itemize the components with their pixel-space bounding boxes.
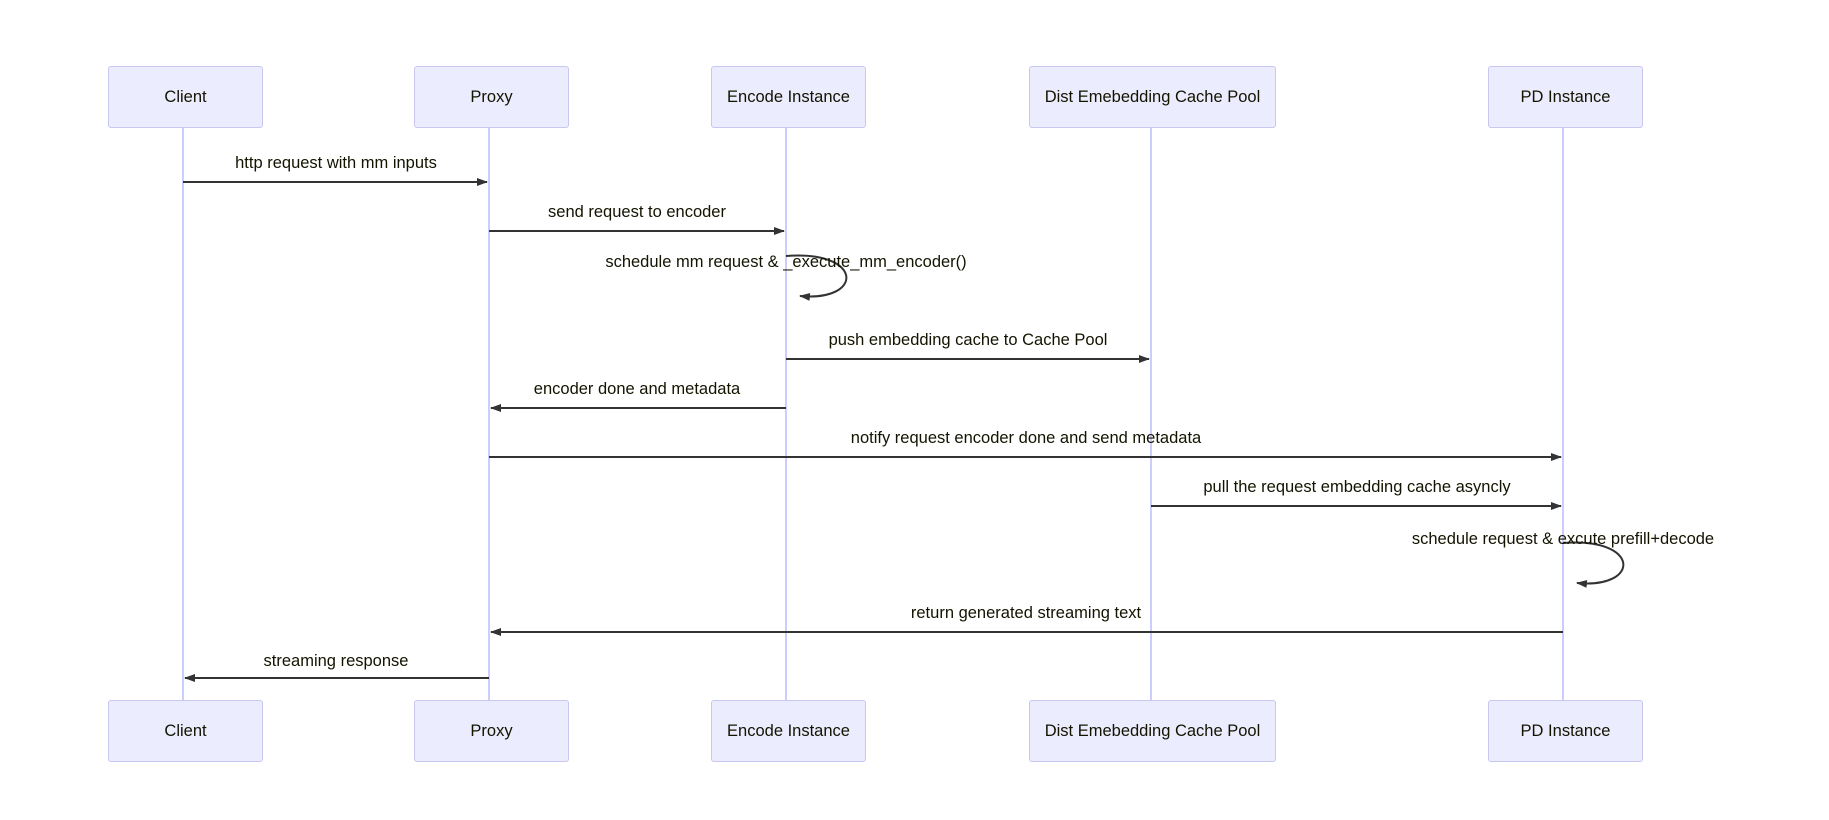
message-label-3: schedule mm request & _execute_mm_encode… [605,253,967,271]
message-selfloop-8 [1562,541,1625,588]
participant-encode-bottom[interactable]: Encode Instance [711,700,866,762]
participant-label: Client [164,87,207,106]
message-label-2: send request to encoder [548,203,726,221]
participant-pd-bottom[interactable]: PD Instance [1488,700,1643,762]
participant-client-bottom[interactable]: Client [108,700,263,762]
participant-label: Proxy [470,721,513,740]
message-label-1: http request with mm inputs [235,154,437,172]
participant-label: Dist Emebedding Cache Pool [1044,721,1261,740]
message-label-9: return generated streaming text [910,604,1142,622]
participant-label: Client [164,721,207,740]
lifelines-group [182,128,1564,700]
participant-encode-top[interactable]: Encode Instance [711,66,866,128]
participant-cache-bottom[interactable]: Dist Emebedding Cache Pool [1029,700,1276,762]
message-label-8: schedule request & excute prefill+decode [1411,530,1715,548]
participant-label: PD Instance [1520,721,1611,740]
message-label-4: push embedding cache to Cache Pool [828,331,1108,349]
participant-label: Dist Emebedding Cache Pool [1044,87,1261,106]
messages-group [183,178,1625,682]
participant-label: PD Instance [1520,87,1611,106]
participant-cache-top[interactable]: Dist Emebedding Cache Pool [1029,66,1276,128]
participant-client-top[interactable]: Client [108,66,263,128]
participant-label: Encode Instance [727,721,850,740]
participant-label: Encode Instance [727,87,850,106]
message-label-10: streaming response [263,652,409,670]
participant-label: Proxy [470,87,513,106]
participant-pd-top[interactable]: PD Instance [1488,66,1643,128]
participant-proxy-top[interactable]: Proxy [414,66,569,128]
message-selfloop-3 [785,254,848,301]
message-label-5: encoder done and metadata [533,380,741,398]
message-label-6: notify request encoder done and send met… [850,429,1202,447]
participant-proxy-bottom[interactable]: Proxy [414,700,569,762]
message-label-7: pull the request embedding cache asyncly [1203,478,1511,496]
